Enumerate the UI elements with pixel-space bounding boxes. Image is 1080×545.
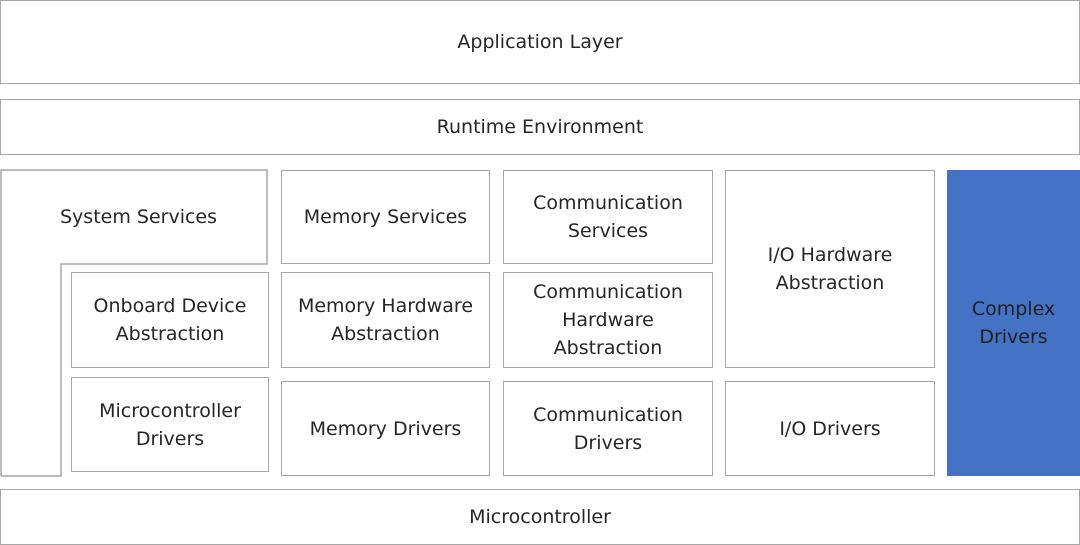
complex-drivers-label: Complex Drivers xyxy=(971,298,1056,348)
memory-hardware-abstraction: Memory Hardware Abstraction xyxy=(281,272,490,368)
runtime-environment: Runtime Environment xyxy=(0,99,1080,155)
communication-drivers: Communication Drivers xyxy=(503,381,713,476)
memory-drivers: Memory Drivers xyxy=(281,381,490,476)
memory-services: Memory Services xyxy=(281,170,490,264)
microcontroller-drivers-label: Microcontroller Drivers xyxy=(99,399,241,450)
application-layer: Application Layer xyxy=(0,0,1080,84)
application-layer-label: Application Layer xyxy=(457,31,623,53)
io-hardware-abstraction: I/O Hardware Abstraction xyxy=(725,170,935,368)
complex-drivers: Complex Drivers xyxy=(947,170,1080,476)
microcontroller-layer-label: Microcontroller xyxy=(469,506,611,528)
onboard-device-abstraction: Onboard Device Abstraction xyxy=(71,272,269,368)
runtime-environment-label: Runtime Environment xyxy=(436,116,644,138)
communication-drivers-label: Communication Drivers xyxy=(533,403,683,454)
microcontroller-drivers: Microcontroller Drivers xyxy=(71,377,269,472)
microcontroller-layer: Microcontroller xyxy=(0,489,1080,545)
onboard-device-abstraction-label: Onboard Device Abstraction xyxy=(93,295,247,345)
io-drivers: I/O Drivers xyxy=(725,381,935,476)
io-drivers-label: I/O Drivers xyxy=(779,417,881,440)
communication-hardware-abstraction: Communication Hardware Abstraction xyxy=(503,272,713,368)
communication-services-label: Communication Services xyxy=(533,192,683,242)
memory-services-label: Memory Services xyxy=(303,206,468,228)
communication-hardware-abstraction-label: Communication Hardware Abstraction xyxy=(533,281,683,359)
communication-services: Communication Services xyxy=(503,170,713,264)
io-hardware-abstraction-label: I/O Hardware Abstraction xyxy=(767,244,893,294)
memory-drivers-label: Memory Drivers xyxy=(309,417,462,440)
memory-hardware-abstraction-label: Memory Hardware Abstraction xyxy=(297,295,474,345)
system-services-label: System Services xyxy=(60,206,218,228)
